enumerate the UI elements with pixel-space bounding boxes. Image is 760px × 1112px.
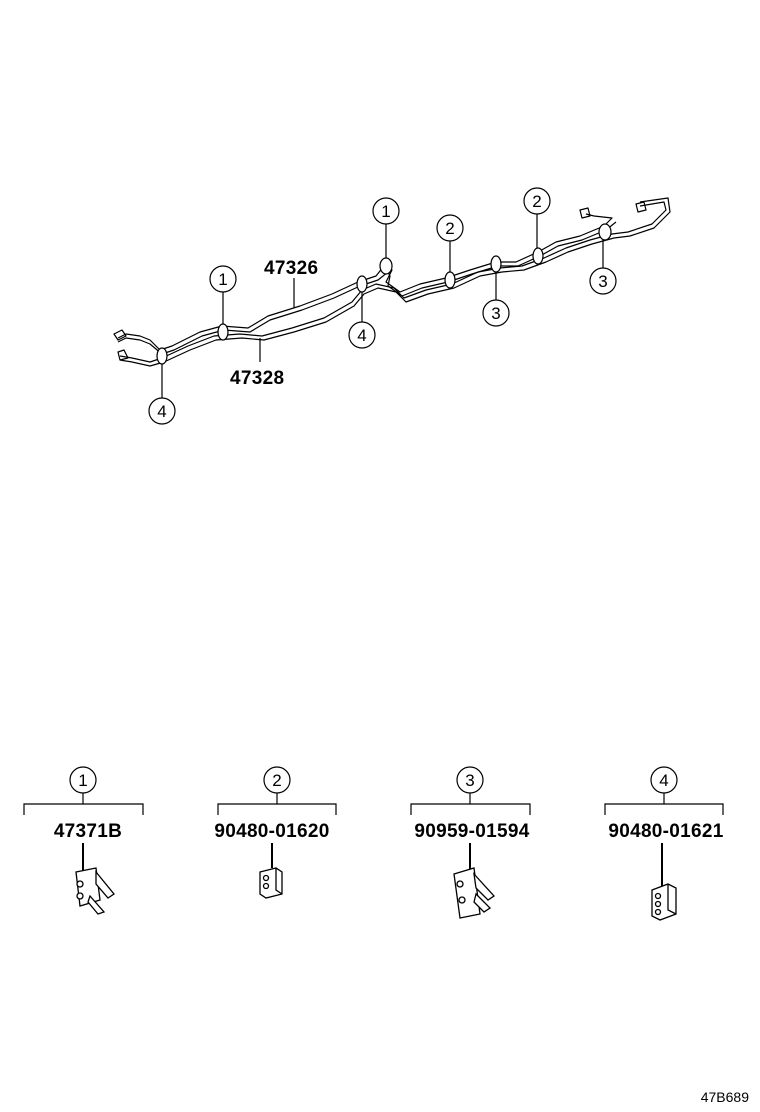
- tube-clip: [532, 247, 544, 265]
- legend-part-3: 3 90959-01594: [410, 766, 531, 919]
- clip-90480-01621-drawing: [651, 883, 677, 921]
- callout-leaders: [161, 214, 604, 398]
- tube-clip: [379, 257, 393, 275]
- diagram-reference-code: 47B689: [701, 1089, 749, 1105]
- callout-circle: [482, 299, 510, 327]
- tube-47328-edge: [119, 197, 671, 367]
- callout-circle: [372, 197, 400, 225]
- callout-circle: [348, 321, 376, 349]
- callout-number: 2: [445, 219, 454, 238]
- callout-number: 1: [381, 202, 390, 221]
- legend-part-4: 4 90480-01621: [604, 766, 724, 921]
- callout-number: 4: [157, 402, 166, 421]
- tube-47328: [119, 201, 667, 363]
- callout-circle: [209, 265, 237, 293]
- callout-circles: [148, 187, 617, 425]
- tube-label-47326: 47326: [264, 258, 318, 279]
- clip-90480-01620-drawing: [259, 867, 283, 899]
- legend-index: 3: [465, 771, 474, 790]
- tube-clip: [156, 347, 168, 365]
- clip-90959-01594-drawing: [453, 867, 495, 919]
- tube-clip: [356, 275, 368, 293]
- clip-47371b-drawing: [75, 867, 115, 915]
- callout-circle: [436, 214, 464, 242]
- legend-part-2: 2 90480-01620: [214, 766, 337, 899]
- callout-circle: [148, 397, 176, 425]
- tube-label-47328: 47328: [230, 368, 284, 389]
- callout-number: 3: [598, 272, 607, 291]
- callout-circle: [523, 187, 551, 215]
- tube-47326-edge: [117, 221, 617, 355]
- part-number: 90480-01620: [214, 821, 329, 842]
- legend-index: 1: [78, 771, 87, 790]
- tube-clip: [598, 223, 612, 241]
- tube-end-fitting: [579, 201, 647, 219]
- callout-number: 4: [357, 326, 366, 345]
- tube-clip: [444, 271, 456, 289]
- brake-tube-assembly: [113, 197, 671, 367]
- legend-part-1: 1 47371B: [23, 766, 144, 915]
- part-number: 90959-01594: [414, 821, 529, 842]
- callout-numbers: 1 1 2 2 4 3 3 4: [157, 192, 607, 421]
- tube-clip: [217, 323, 229, 341]
- tube-end-fitting: [113, 329, 129, 361]
- legend-index: 2: [272, 771, 281, 790]
- part-number: 90480-01621: [608, 821, 723, 842]
- part-number: 47371B: [54, 821, 122, 842]
- legend-index: 4: [659, 771, 668, 790]
- callout-number: 2: [532, 192, 541, 211]
- tube-clip: [490, 255, 502, 273]
- parts-legend: 1 47371B 2 90480-01620: [23, 766, 724, 921]
- callout-number: 1: [218, 270, 227, 289]
- callout-number: 3: [491, 304, 500, 323]
- callout-circle: [589, 267, 617, 295]
